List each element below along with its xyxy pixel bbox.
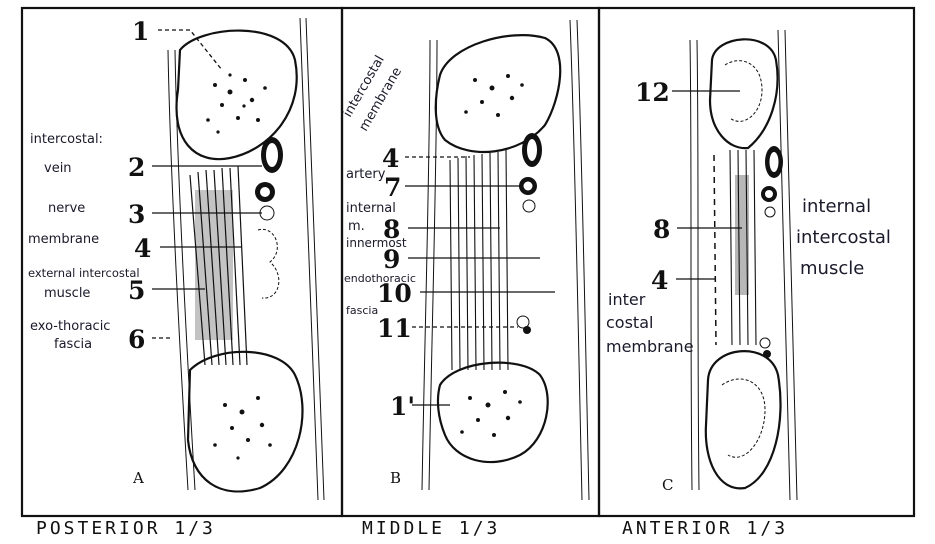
annotation-costal-c: costal xyxy=(606,313,653,332)
annotation-vein: vein xyxy=(44,161,72,176)
label-9: 9 xyxy=(383,245,400,274)
label-5: 5 xyxy=(128,276,145,305)
panel-a-drawing xyxy=(167,17,325,501)
label-8-c: 8 xyxy=(653,215,670,244)
caption-anterior: ANTERIOR 1/3 xyxy=(622,518,788,539)
panel-letter-b: B xyxy=(390,469,401,487)
annotation-endothoracic: endothoracic xyxy=(344,272,416,285)
annotation-nerve: nerve xyxy=(48,201,85,216)
label-4-c: 4 xyxy=(651,266,668,295)
caption-middle: MIDDLE 1/3 xyxy=(362,518,500,539)
panel-a-frame xyxy=(20,6,344,518)
panel-letter-a: A xyxy=(132,469,144,487)
annotation-artery: artery xyxy=(346,167,386,182)
upper-rib-b xyxy=(434,34,562,154)
label-4-b: 4 xyxy=(382,144,399,173)
label-1-prime: 1' xyxy=(390,392,415,421)
label-11: 11 xyxy=(377,314,412,343)
panel-letter-c: C xyxy=(662,476,673,494)
annotation-fascia: fascia xyxy=(54,337,92,352)
label-6: 6 xyxy=(128,325,145,354)
annotation-internal-m: m. xyxy=(348,219,365,234)
annotation-inter-c: inter xyxy=(608,290,646,309)
label-3: 3 xyxy=(128,200,145,229)
annotation-exo-thoracic: exo-thoracic xyxy=(30,319,110,334)
upper-rib-a xyxy=(175,29,298,161)
panel-c-frame xyxy=(597,6,916,518)
annotation-fascia-b: fascia xyxy=(346,304,378,317)
label-7: 7 xyxy=(384,173,401,202)
label-10: 10 xyxy=(377,279,412,308)
annotation-innermost: innermost xyxy=(346,236,407,250)
lower-cartilage-c xyxy=(704,350,782,490)
label-4-a: 4 xyxy=(134,234,151,263)
annotation-membrane-c: membrane xyxy=(606,337,694,356)
annotation-membrane: membrane xyxy=(28,232,99,247)
upper-cartilage-c xyxy=(708,38,779,150)
caption-posterior: POSTERIOR 1/3 xyxy=(36,518,216,539)
annotation-muscle-c: muscle xyxy=(800,258,864,279)
label-12: 12 xyxy=(635,78,670,107)
annotation-internal: internal xyxy=(346,201,396,216)
annotation-intercostal: intercostal: xyxy=(30,132,103,147)
lower-rib-a xyxy=(186,350,304,493)
annotation-muscle: muscle xyxy=(44,286,90,301)
lower-rib-b xyxy=(436,361,549,464)
label-8-b: 8 xyxy=(383,215,400,244)
panel-c-drawing xyxy=(689,29,798,501)
annotation-external-intercostal: external intercostal xyxy=(28,266,140,280)
panel-b-drawing xyxy=(421,19,590,501)
annotation-intercostal-c: intercostal xyxy=(796,227,891,248)
label-2: 2 xyxy=(128,153,145,182)
annotation-internal-c: internal xyxy=(802,196,871,217)
label-1: 1 xyxy=(132,17,149,46)
